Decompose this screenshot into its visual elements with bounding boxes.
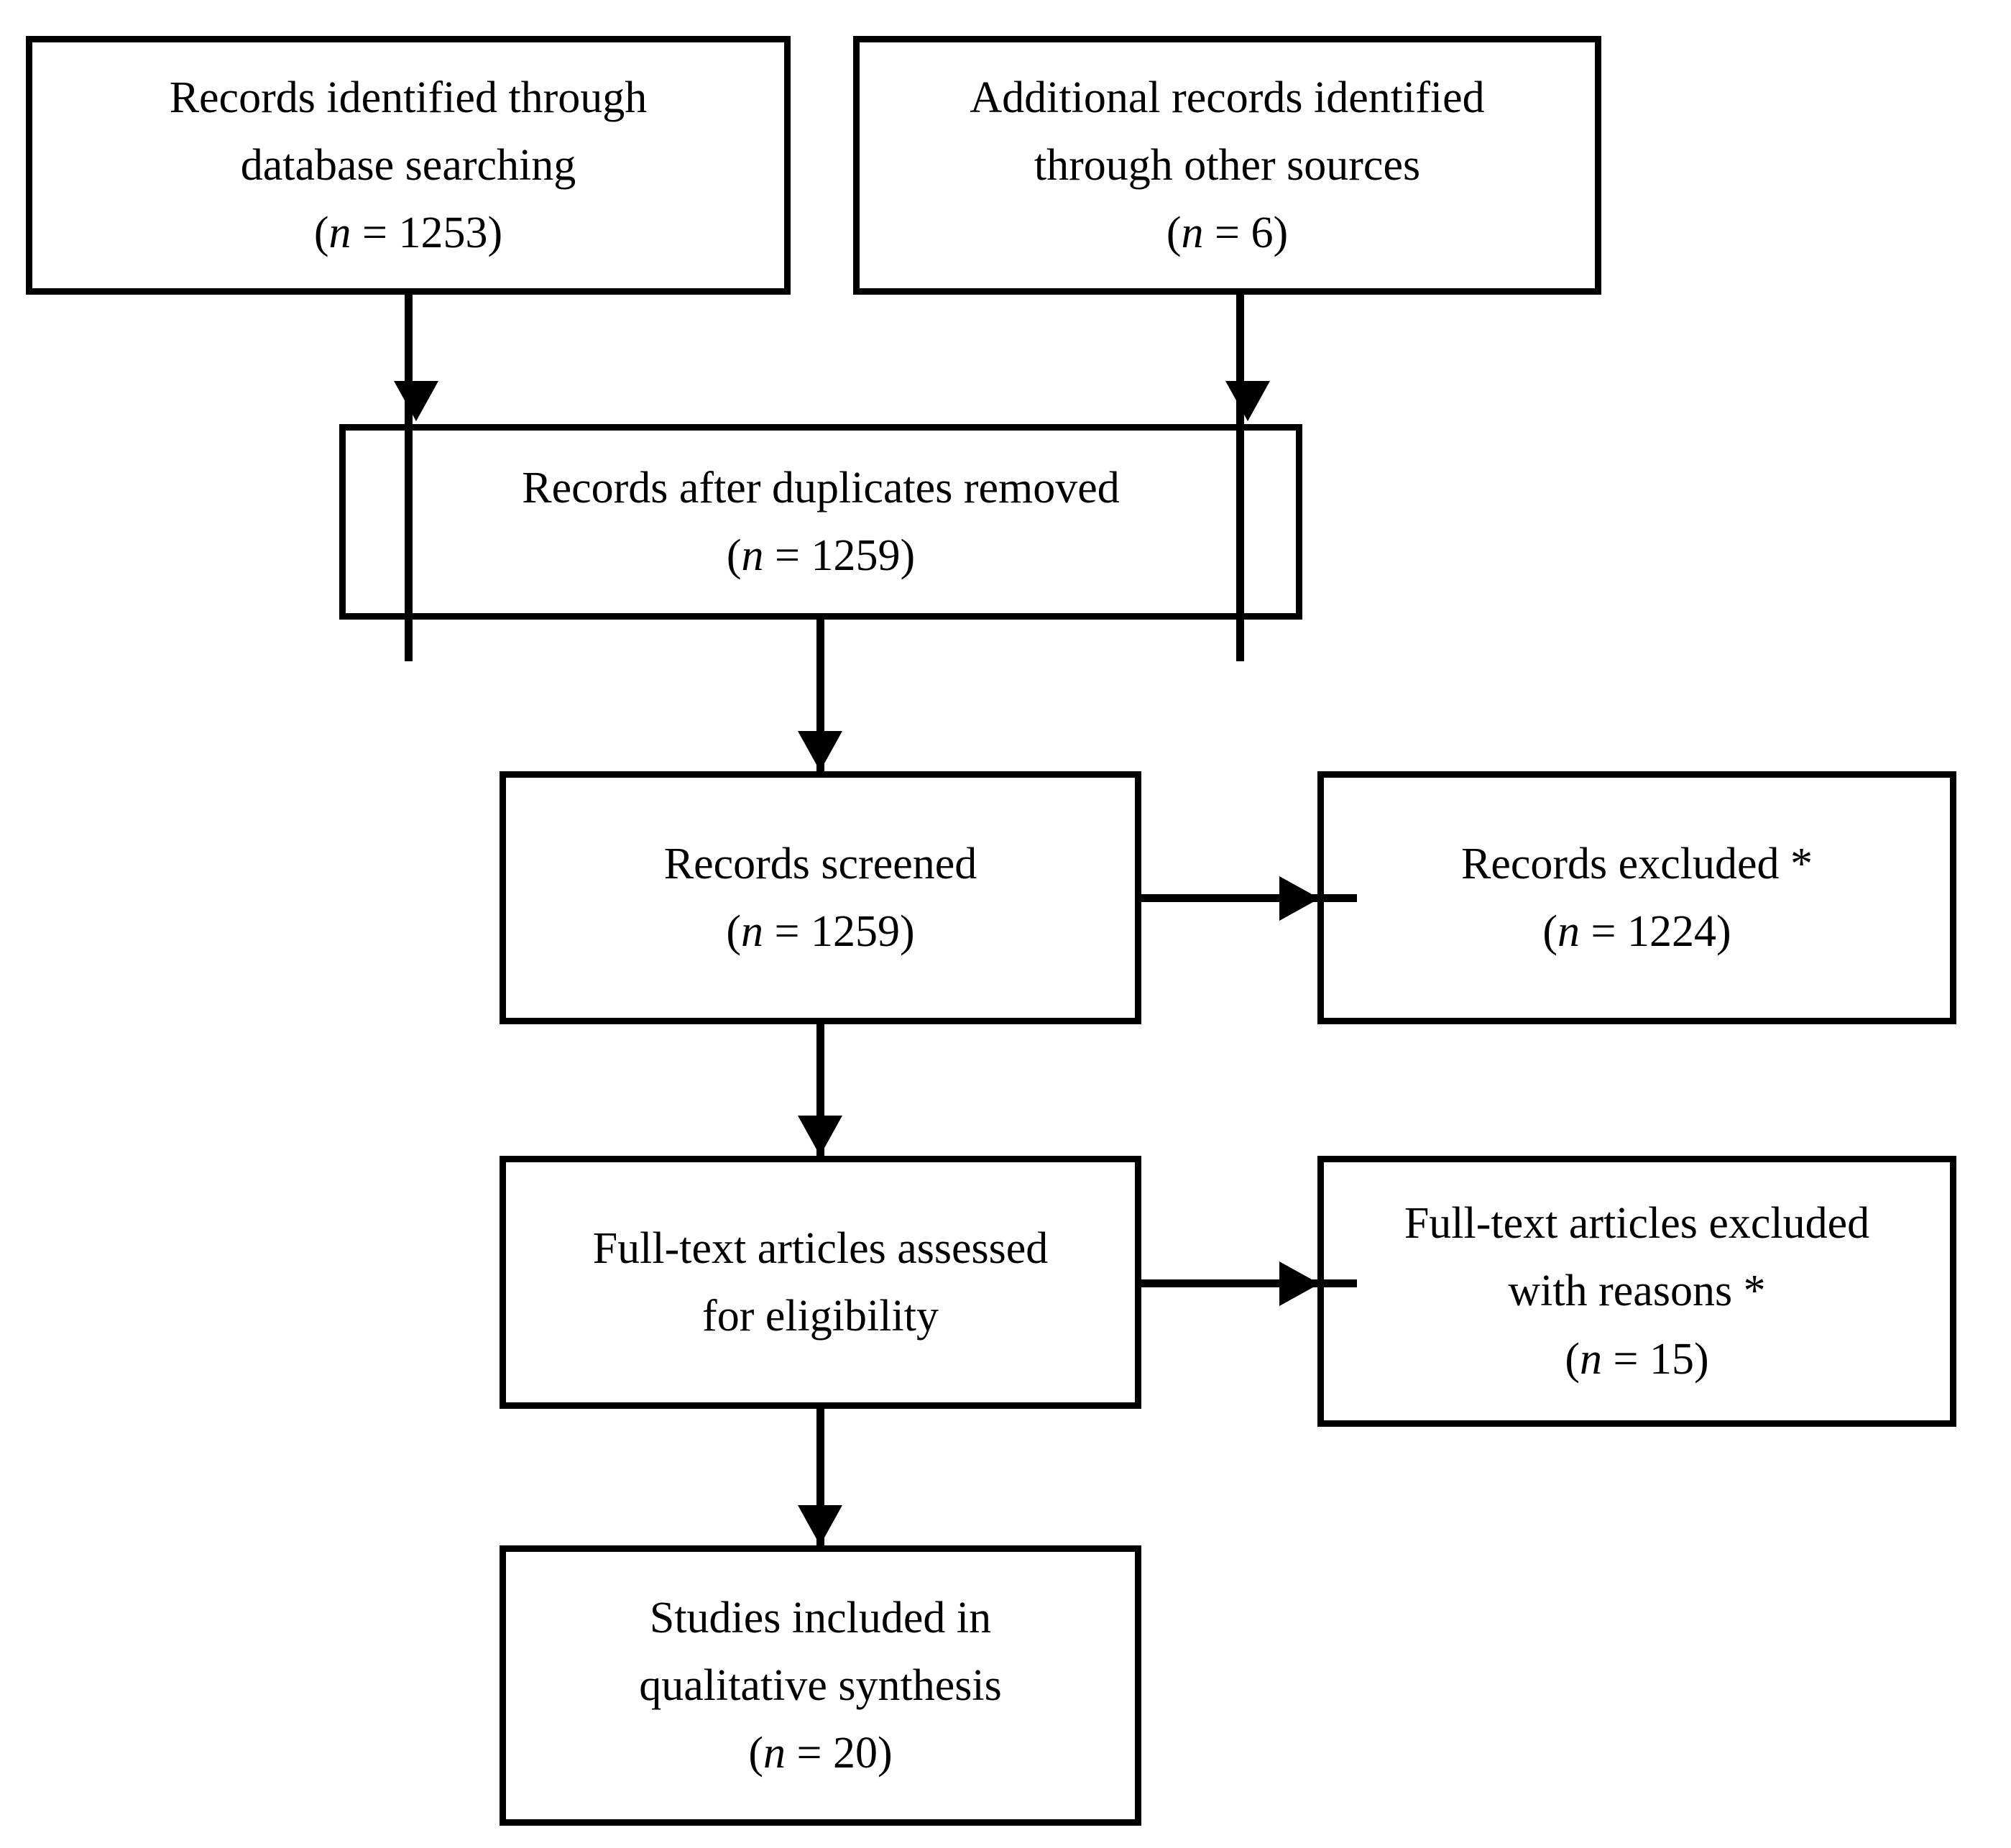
- connector-line-dupes-to-screened: [816, 620, 824, 774]
- node-additional-records-other-sources: Additional records identified through ot…: [853, 36, 1601, 295]
- node-line: Records identified through: [169, 73, 648, 122]
- count-value: 20: [832, 1729, 878, 1778]
- close-paren: ): [1693, 1334, 1709, 1384]
- node-line: Additional records identified: [970, 73, 1485, 122]
- close-paren: ): [900, 531, 916, 580]
- node-records-after-duplicates-removed: Records after duplicates removed (n = 12…: [339, 424, 1302, 620]
- arrow-right-icon-fulltext-to-ft-excluded: [1279, 1261, 1320, 1306]
- arrow-down-icon-dupes-to-screened: [798, 731, 842, 771]
- open-paren: (: [313, 208, 329, 258]
- node-line: Studies included in: [649, 1593, 992, 1642]
- open-paren: (: [1542, 907, 1558, 956]
- close-paren: ): [899, 907, 915, 956]
- arrow-down-icon-db-to-dupes: [394, 381, 438, 421]
- arrow-right-icon-screened-to-records-excluded: [1279, 876, 1320, 921]
- arrow-down-icon-fulltext-to-included: [798, 1505, 842, 1545]
- node-count: (n = 15): [1565, 1325, 1708, 1393]
- open-paren: (: [748, 1729, 764, 1778]
- node-line: Records after duplicates removed: [522, 463, 1120, 512]
- node-count: (n = 6): [1166, 199, 1288, 267]
- equals-sign: =: [1602, 1334, 1649, 1384]
- count-value: 1259: [810, 907, 900, 956]
- count-value: 1259: [811, 531, 901, 580]
- count-value: 15: [1649, 1334, 1694, 1384]
- n-symbol: n: [328, 208, 351, 258]
- count-value: 1224: [1626, 907, 1716, 956]
- open-paren: (: [726, 907, 742, 956]
- equals-sign: =: [763, 531, 811, 580]
- node-line: through other sources: [1034, 140, 1421, 190]
- close-paren: ): [1273, 208, 1289, 258]
- node-line: with reasons *: [1508, 1267, 1766, 1316]
- node-line: Full-text articles excluded: [1404, 1199, 1870, 1249]
- n-symbol: n: [741, 907, 764, 956]
- node-count: (n = 1253): [314, 199, 502, 267]
- node-records-excluded: Records excluded * (n = 1224): [1317, 771, 1956, 1024]
- equals-sign: =: [763, 907, 811, 956]
- equals-sign: =: [786, 1729, 833, 1778]
- arrow-down-icon-other-to-dupes: [1225, 381, 1270, 421]
- n-symbol: n: [1557, 907, 1580, 956]
- node-records-screened: Records screened (n = 1259): [500, 771, 1141, 1024]
- node-line: database searching: [240, 140, 576, 190]
- node-count: (n = 1259): [726, 898, 914, 965]
- connector-line-other-to-dupes: [1236, 295, 1244, 661]
- connector-line-fulltext-to-ft-excluded: [1141, 1279, 1357, 1287]
- equals-sign: =: [1203, 208, 1251, 258]
- open-paren: (: [1166, 208, 1182, 258]
- node-records-identified-database: Records identified through database sear…: [26, 36, 791, 295]
- node-count: (n = 1224): [1542, 898, 1731, 965]
- connector-line-fulltext-to-included: [816, 1409, 824, 1549]
- equals-sign: =: [1580, 907, 1627, 956]
- node-line: Records screened: [663, 839, 977, 888]
- n-symbol: n: [763, 1729, 786, 1778]
- node-full-text-articles-excluded: Full-text articles excluded with reasons…: [1317, 1156, 1956, 1427]
- n-symbol: n: [1580, 1334, 1603, 1384]
- node-line: for eligibility: [702, 1292, 939, 1341]
- equals-sign: =: [351, 208, 399, 258]
- count-value: 1253: [398, 208, 488, 258]
- node-line: Full-text articles assessed: [592, 1223, 1049, 1273]
- count-value: 6: [1251, 208, 1274, 258]
- close-paren: ): [487, 208, 503, 258]
- node-line: qualitative synthesis: [639, 1660, 1002, 1710]
- arrow-down-icon-screened-to-fulltext: [798, 1116, 842, 1156]
- node-count: (n = 20): [748, 1719, 892, 1787]
- connector-line-db-to-dupes: [405, 295, 413, 661]
- close-paren: ): [1716, 907, 1731, 956]
- node-line: Records excluded *: [1461, 839, 1813, 888]
- open-paren: (: [726, 531, 742, 580]
- n-symbol: n: [1181, 208, 1204, 258]
- n-symbol: n: [741, 531, 764, 580]
- node-count: (n = 1259): [727, 522, 915, 589]
- connector-line-screened-to-records-excluded: [1141, 894, 1357, 902]
- node-full-text-articles-assessed: Full-text articles assessed for eligibil…: [500, 1156, 1141, 1409]
- node-studies-included-qualitative-synthesis: Studies included in qualitative synthesi…: [500, 1545, 1141, 1826]
- connector-line-screened-to-fulltext: [816, 1024, 824, 1161]
- open-paren: (: [1565, 1334, 1580, 1384]
- close-paren: ): [877, 1729, 893, 1778]
